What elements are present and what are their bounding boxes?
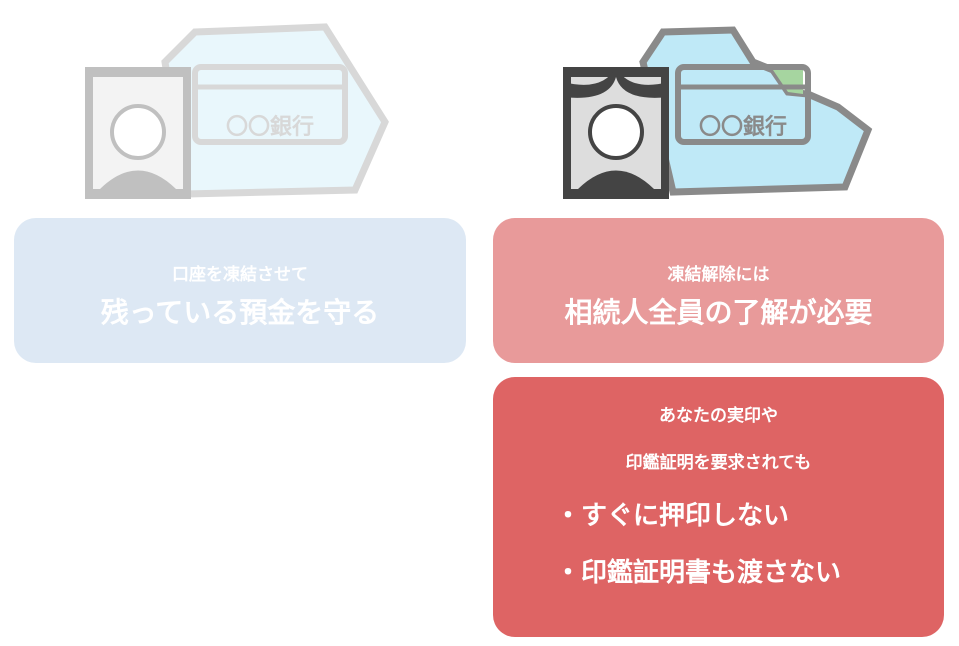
release-requirement-box: 凍結解除には 相続人全員の了解が必要 <box>493 218 944 363</box>
frozen-account-illustration-active: 〇〇銀行 <box>563 26 873 199</box>
protect-savings-box: 口座を凍結させて 残っている預金を守る <box>14 218 466 363</box>
left-box-line2: 残っている預金を守る <box>100 296 380 329</box>
memorial-portrait-icon <box>563 67 669 199</box>
bank-label: 〇〇銀行 <box>226 114 314 140</box>
bank-card-icon: 〇〇銀行 <box>192 64 348 145</box>
bank-card-icon: 〇〇銀行 <box>675 64 811 145</box>
right-box-line2: 相続人全員の了解が必要 <box>564 296 873 329</box>
ice-block-icon <box>161 23 389 198</box>
frozen-account-illustration: 〇〇銀行 <box>85 23 389 199</box>
warning-line1: あなたの実印や <box>659 406 778 426</box>
warning-line2: 印鑑証明を要求されても <box>625 453 812 473</box>
memorial-portrait-icon <box>85 67 191 199</box>
warning-bullet: ・すぐに押印しない <box>555 501 790 531</box>
right-box-line1: 凍結解除には <box>667 265 770 285</box>
bank-label: 〇〇銀行 <box>699 114 787 140</box>
warning-bullet: ・印鑑証明書も渡さない <box>555 558 842 588</box>
warning-box: あなたの実印や 印鑑証明を要求されても ・すぐに押印しない ・印鑑証明書も渡さな… <box>493 377 944 637</box>
left-box-line1: 口座を凍結させて <box>172 265 308 285</box>
